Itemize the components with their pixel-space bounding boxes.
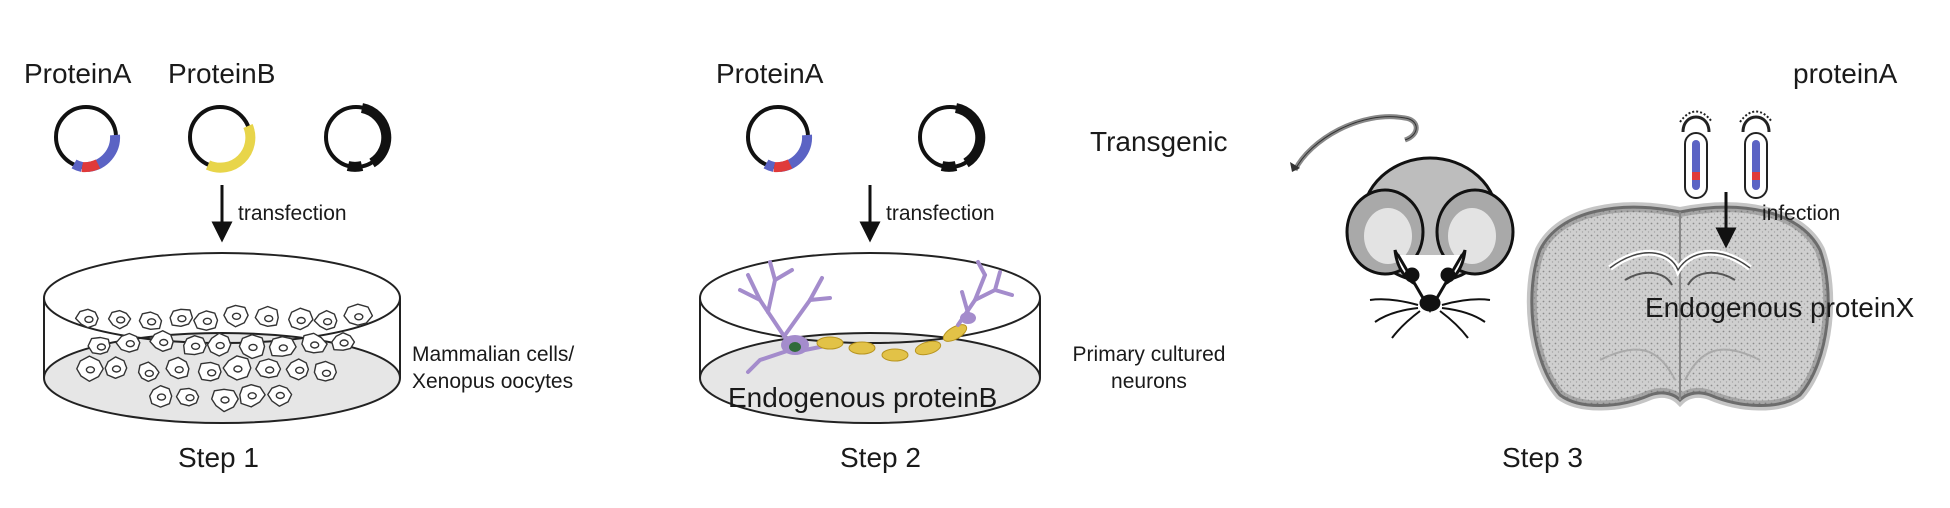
endogenous-protein-x-label: Endogenous proteinX	[1645, 292, 1915, 323]
cell-nucleus	[185, 394, 195, 402]
transgenic-label: Transgenic	[1090, 126, 1228, 157]
cell-nucleus	[220, 396, 230, 404]
step-2-label: Step 2	[840, 442, 921, 473]
plasmid-protein-b	[188, 105, 256, 173]
cell-nucleus	[322, 318, 333, 326]
cell-nucleus	[202, 317, 213, 325]
viral-vector-tube-2	[1739, 110, 1773, 199]
cell-nucleus	[248, 343, 258, 352]
cell-nucleus	[278, 344, 288, 352]
protein-a-label-step3: proteinA	[1793, 58, 1898, 89]
cell-nucleus	[144, 369, 155, 378]
neurons-label-line1: Primary cultured	[1072, 343, 1226, 366]
cell-nucleus	[111, 365, 122, 373]
endogenous-protein-b-label: Endogenous proteinB	[728, 382, 998, 413]
petri-dish-step2	[699, 252, 1041, 424]
cell-nucleus	[84, 315, 94, 324]
cells-label-line1: Mammalian cells/	[412, 343, 575, 366]
cell-nucleus	[310, 341, 320, 349]
transgenic-mouse	[1290, 114, 1515, 339]
cell-nucleus	[158, 338, 169, 347]
cell-nucleus	[146, 318, 157, 326]
protein-a-label-step2: ProteinA	[716, 58, 824, 89]
cell-nucleus	[125, 340, 136, 348]
plasmid-empty-step2	[918, 103, 986, 172]
cell-nucleus	[96, 343, 107, 351]
plasmid-empty-step1	[324, 103, 392, 172]
cell-nucleus	[231, 312, 242, 320]
cells-label-line2: Xenopus oocytes	[412, 370, 574, 393]
cell-nucleus	[354, 313, 364, 321]
cell-nucleus	[295, 366, 305, 374]
cell-nucleus	[115, 316, 126, 324]
mammalian-cells	[74, 303, 374, 413]
cell-nucleus	[275, 391, 285, 400]
cell-nucleus	[339, 339, 349, 347]
cell-nucleus	[233, 365, 243, 373]
cell-nucleus	[215, 341, 225, 350]
cell-nucleus	[85, 366, 96, 374]
brain-slice	[1526, 202, 1834, 411]
transfection-label-step1: transfection	[238, 202, 347, 225]
plasmid-protein-a-step2	[746, 105, 813, 173]
cell-nucleus	[206, 369, 217, 377]
transfection-label-step2: transfection	[886, 202, 995, 225]
cell-nucleus	[265, 366, 275, 374]
cell-nucleus	[247, 392, 257, 400]
plasmid-protein-a-step1	[54, 105, 121, 173]
viral-vector-tube-1	[1679, 110, 1713, 199]
cell-nucleus	[156, 393, 167, 401]
cell-nucleus	[177, 315, 187, 323]
protein-b-label: ProteinB	[168, 58, 276, 89]
step-1-label: Step 1	[178, 442, 259, 473]
cell-nucleus	[174, 366, 184, 374]
cell-nucleus	[264, 314, 274, 323]
protein-a-label-step1: ProteinA	[24, 58, 132, 89]
cell-nucleus	[296, 316, 306, 325]
infection-label: infection	[1762, 202, 1841, 225]
step-3-label: Step 3	[1502, 442, 1583, 473]
cell-nucleus	[190, 342, 201, 350]
cell-nucleus	[321, 369, 332, 377]
neurons-label-line2: neurons	[1111, 370, 1187, 393]
primary-neurons	[738, 260, 1014, 374]
